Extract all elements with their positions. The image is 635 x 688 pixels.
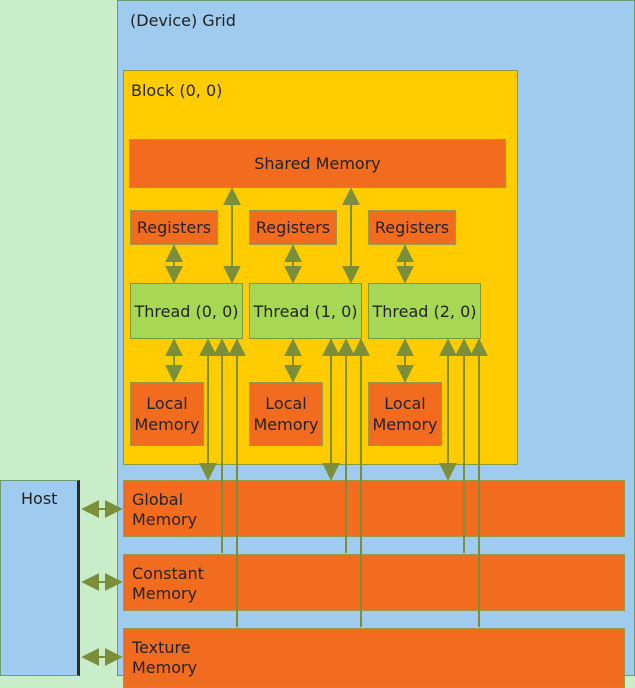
constant-memory: Constant Memory — [123, 554, 625, 611]
global-memory-line2: Memory — [132, 510, 198, 529]
local-memory-line2: Memory — [253, 415, 319, 434]
block-title: Block (0, 0) — [131, 81, 223, 100]
local-memory-0: Local Memory — [130, 382, 204, 446]
thread-label: Thread (2, 0) — [372, 301, 477, 321]
registers-1: Registers — [249, 210, 337, 245]
thread-label: Thread (0, 0) — [134, 301, 239, 321]
registers-label: Registers — [374, 218, 450, 237]
local-memory-line1: Local — [265, 394, 307, 413]
local-memory-line1: Local — [384, 394, 426, 413]
texture-memory-line1: Texture — [132, 638, 191, 657]
registers-label: Registers — [255, 218, 331, 237]
host-title: Host — [21, 489, 58, 508]
constant-memory-line2: Memory — [132, 584, 198, 603]
local-memory-line1: Local — [146, 394, 188, 413]
texture-memory-line2: Memory — [132, 658, 198, 677]
local-memory-line2: Memory — [134, 415, 200, 434]
registers-label: Registers — [136, 218, 212, 237]
thread-label: Thread (1, 0) — [253, 301, 358, 321]
shared-memory: Shared Memory — [129, 139, 506, 188]
constant-memory-line1: Constant — [132, 564, 204, 583]
global-memory: Global Memory — [123, 480, 625, 537]
registers-0: Registers — [130, 210, 218, 245]
device-grid-title: (Device) Grid — [130, 11, 236, 30]
local-memory-2: Local Memory — [368, 382, 442, 446]
shared-memory-label: Shared Memory — [254, 154, 381, 173]
global-memory-line1: Global — [132, 490, 184, 509]
host: Host — [0, 480, 80, 676]
local-memory-line2: Memory — [372, 415, 438, 434]
thread-1-0: Thread (1, 0) — [249, 283, 362, 339]
registers-2: Registers — [368, 210, 456, 245]
local-memory-1: Local Memory — [249, 382, 323, 446]
thread-2-0: Thread (2, 0) — [368, 283, 481, 339]
thread-0-0: Thread (0, 0) — [130, 283, 243, 339]
